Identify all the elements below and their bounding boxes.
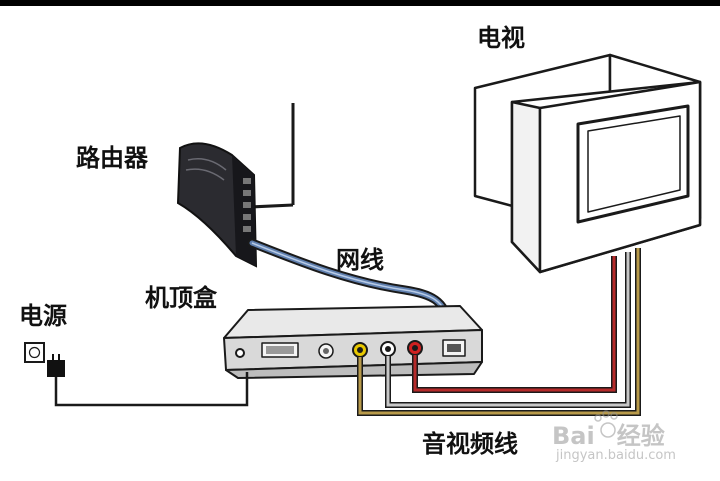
watermark-brand-suffix: 经验 [616,422,665,450]
av-cables [357,248,641,416]
router-label: 路由器 [76,144,148,172]
watermark-brand: Bai 经验 [552,416,665,451]
settop-box-illustration [223,305,483,379]
tv-label: 电视 [477,24,525,52]
watermark-url: jingyan.baidu.com [556,448,676,463]
power-connection [24,342,249,407]
router-illustration [176,103,295,268]
av-cable-label: 音视频线 [422,430,518,458]
watermark-brand-text: Bai [552,422,595,450]
top-bar [0,0,720,6]
power-plug-icon [47,360,65,377]
baidu-paw-icon [594,410,618,438]
power-outlet-icon [24,342,45,363]
power-label: 电源 [19,302,67,330]
network-cable-label: 网线 [336,246,384,274]
settop-box-label: 机顶盒 [145,284,217,312]
tv-illustration [473,53,702,274]
